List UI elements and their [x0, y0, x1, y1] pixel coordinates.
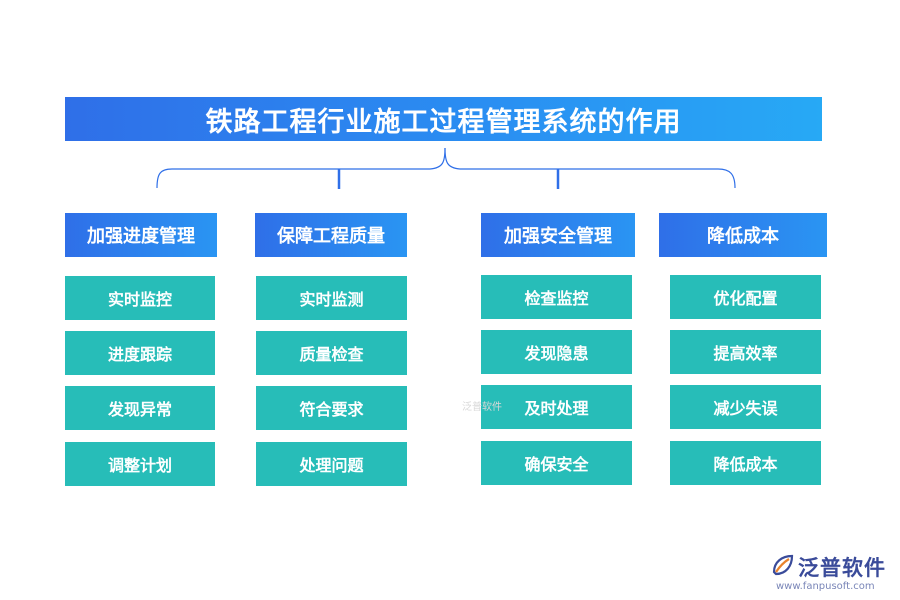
item-progress-2: 进度跟踪 [65, 331, 215, 375]
brand-leaf-icon [772, 554, 794, 576]
watermark: 泛普软件 [462, 402, 502, 413]
column-header-progress: 加强进度管理 [65, 213, 217, 257]
item-safety-1: 检查监控 [481, 275, 632, 319]
item-cost-4: 降低成本 [670, 441, 821, 485]
item-safety-2: 发现隐患 [481, 330, 632, 374]
column-header-quality: 保障工程质量 [255, 213, 407, 257]
item-progress-3: 发现异常 [65, 386, 215, 430]
item-quality-3: 符合要求 [256, 386, 407, 430]
item-cost-3: 减少失误 [670, 385, 821, 429]
item-progress-1: 实时监控 [65, 276, 215, 320]
column-header-safety: 加强安全管理 [481, 213, 635, 257]
item-cost-1: 优化配置 [670, 275, 821, 319]
item-quality-4: 处理问题 [256, 442, 407, 486]
brand-logo: 泛普软件 www.fanpusoft.com [770, 552, 895, 596]
item-progress-4: 调整计划 [65, 442, 215, 486]
item-safety-4: 确保安全 [481, 441, 632, 485]
brand-url: www.fanpusoft.com [776, 581, 875, 592]
item-cost-2: 提高效率 [670, 330, 821, 374]
item-quality-1: 实时监测 [256, 276, 407, 320]
item-quality-2: 质量检查 [256, 331, 407, 375]
diagram-title: 铁路工程行业施工过程管理系统的作用 [65, 97, 822, 141]
column-header-cost: 降低成本 [659, 213, 827, 257]
brand-name: 泛普软件 [798, 556, 886, 580]
item-safety-3: 及时处理 [481, 385, 632, 429]
